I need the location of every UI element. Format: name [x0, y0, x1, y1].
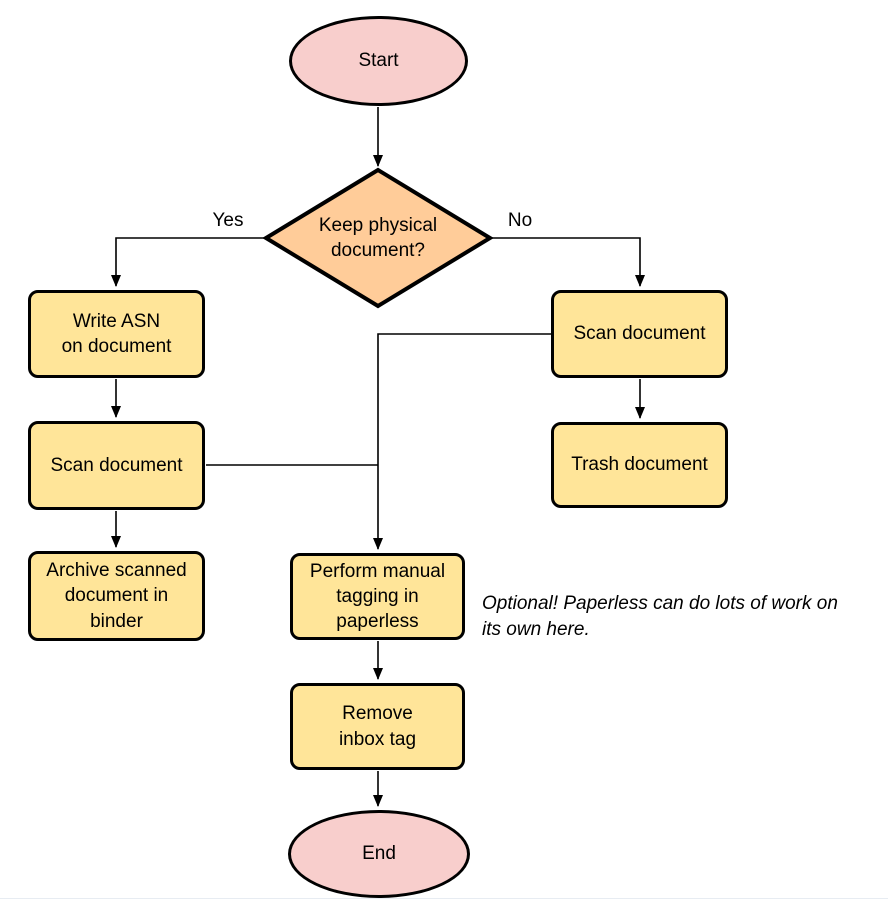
node-remove-inbox: Remove inbox tag [290, 683, 465, 770]
node-write-asn: Write ASN on document [28, 290, 205, 378]
node-end: End [288, 810, 470, 898]
node-scan-right: Scan document [551, 290, 728, 378]
edge-label-no: No [507, 210, 533, 231]
node-scan-right-label: Scan document [573, 323, 706, 345]
bottom-rule [0, 898, 888, 899]
node-tagging-label: Perform manual tagging in paperless [309, 560, 446, 633]
node-scan-left: Scan document [28, 421, 205, 510]
node-start-label: Start [358, 50, 399, 72]
node-start: Start [289, 16, 468, 106]
node-scan-left-label: Scan document [50, 454, 183, 476]
node-archive: Archive scanned document in binder [28, 551, 205, 641]
node-trash-label: Trash document [571, 454, 708, 476]
edge-scan-right-to-tagging [373, 333, 551, 550]
node-write-asn-label: Write ASN on document [61, 310, 172, 357]
note-optional: Optional! Paperless can do lots of work … [482, 593, 838, 640]
edge-decision-yes-to-write-asn [111, 237, 266, 287]
node-trash: Trash document [551, 422, 728, 508]
node-end-label: End [362, 843, 396, 865]
edge-label-yes: Yes [212, 210, 244, 231]
node-remove-inbox-label: Remove inbox tag [338, 703, 417, 750]
edge-decision-no-to-scan-right [490, 237, 645, 287]
decision-diamond-shape [262, 167, 494, 309]
node-tagging: Perform manual tagging in paperless [290, 553, 465, 640]
node-archive-label: Archive scanned document in binder [46, 560, 187, 632]
